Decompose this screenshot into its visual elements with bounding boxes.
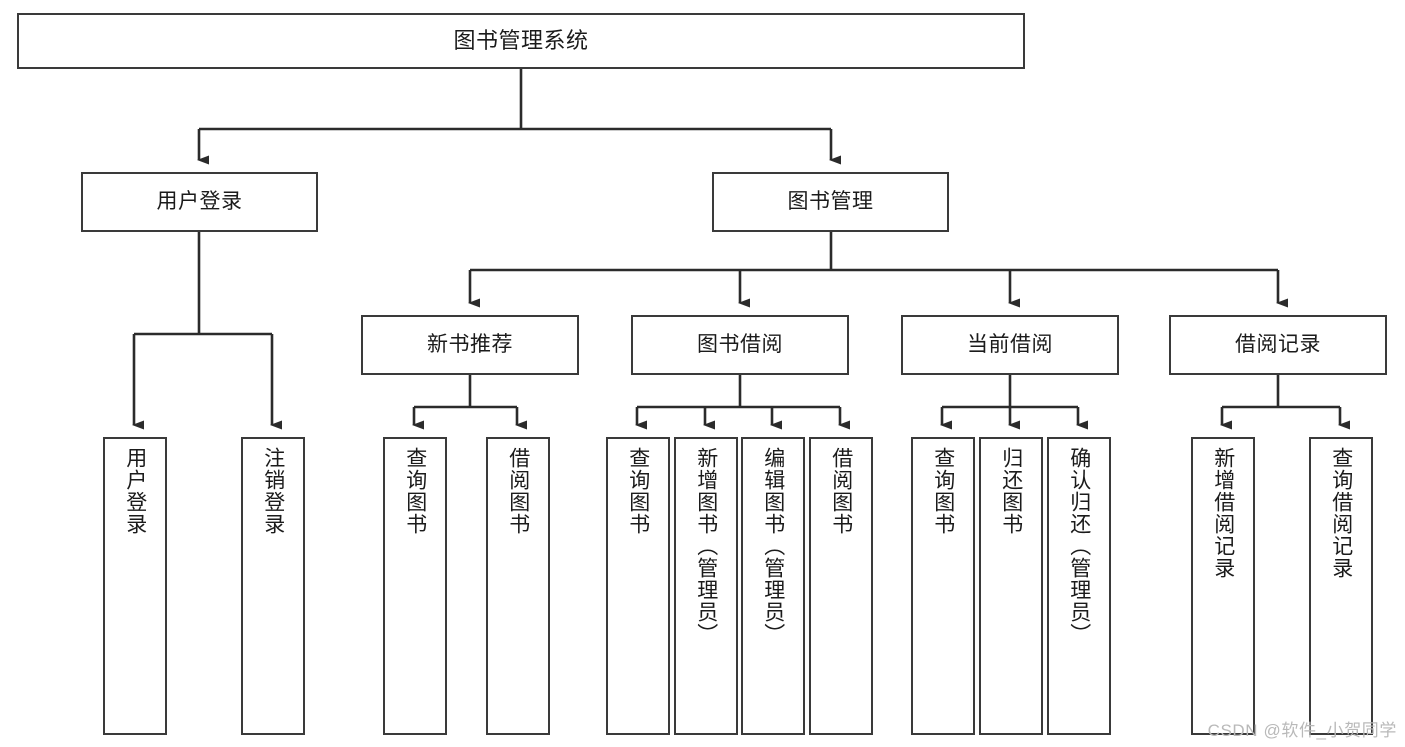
node-label: 确认归还（管理员） [1067, 447, 1091, 645]
node-root-library-system[interactable]: 图书管理系统 [17, 13, 1025, 69]
leaf-user-login-logout[interactable]: 注销登录 [241, 437, 305, 735]
leaf-record-add-record[interactable]: 新增借阅记录 [1191, 437, 1255, 735]
node-current-borrow[interactable]: 当前借阅 [901, 315, 1119, 375]
node-label: 用户登录 [156, 190, 243, 214]
node-label: 编辑图书（管理员） [761, 447, 785, 645]
node-label: 借阅图书 [506, 447, 530, 535]
node-book-borrow[interactable]: 图书借阅 [631, 315, 849, 375]
leaf-recommend-borrow-book[interactable]: 借阅图书 [486, 437, 550, 735]
node-label: 图书管理系统 [453, 27, 589, 53]
watermark-text: CSDN @软件_小贺同学 [1207, 721, 1397, 740]
leaf-current-confirm-return-admin[interactable]: 确认归还（管理员） [1047, 437, 1111, 735]
node-book-management[interactable]: 图书管理 [712, 172, 949, 232]
node-label: 新书推荐 [427, 333, 513, 357]
leaf-user-login-login[interactable]: 用户登录 [103, 437, 167, 735]
node-new-book-recommend[interactable]: 新书推荐 [361, 315, 579, 375]
leaf-borrow-add-book-admin[interactable]: 新增图书（管理员） [674, 437, 738, 735]
node-user-login[interactable]: 用户登录 [81, 172, 318, 232]
node-label: 借阅记录 [1235, 333, 1321, 357]
node-label: 图书管理 [787, 190, 874, 214]
node-label: 查询图书 [403, 447, 427, 535]
node-label: 新增图书（管理员） [694, 447, 718, 645]
leaf-current-query-book[interactable]: 查询图书 [911, 437, 975, 735]
node-label: 当前借阅 [967, 333, 1053, 357]
node-label: 借阅图书 [829, 447, 853, 535]
node-label: 注销登录 [261, 447, 285, 535]
leaf-record-query-record[interactable]: 查询借阅记录 [1309, 437, 1373, 735]
node-label: 用户登录 [123, 447, 147, 535]
leaf-borrow-edit-book-admin[interactable]: 编辑图书（管理员） [741, 437, 805, 735]
leaf-current-return-book[interactable]: 归还图书 [979, 437, 1043, 735]
leaf-borrow-borrow-book[interactable]: 借阅图书 [809, 437, 873, 735]
node-label: 查询图书 [626, 447, 650, 535]
node-label: 查询图书 [931, 447, 955, 535]
node-label: 新增借阅记录 [1211, 447, 1235, 579]
node-label: 查询借阅记录 [1329, 447, 1353, 579]
node-label: 归还图书 [999, 447, 1023, 535]
node-label: 图书借阅 [697, 333, 783, 357]
node-borrow-record[interactable]: 借阅记录 [1169, 315, 1387, 375]
leaf-recommend-query-book[interactable]: 查询图书 [383, 437, 447, 735]
leaf-borrow-query-book[interactable]: 查询图书 [606, 437, 670, 735]
